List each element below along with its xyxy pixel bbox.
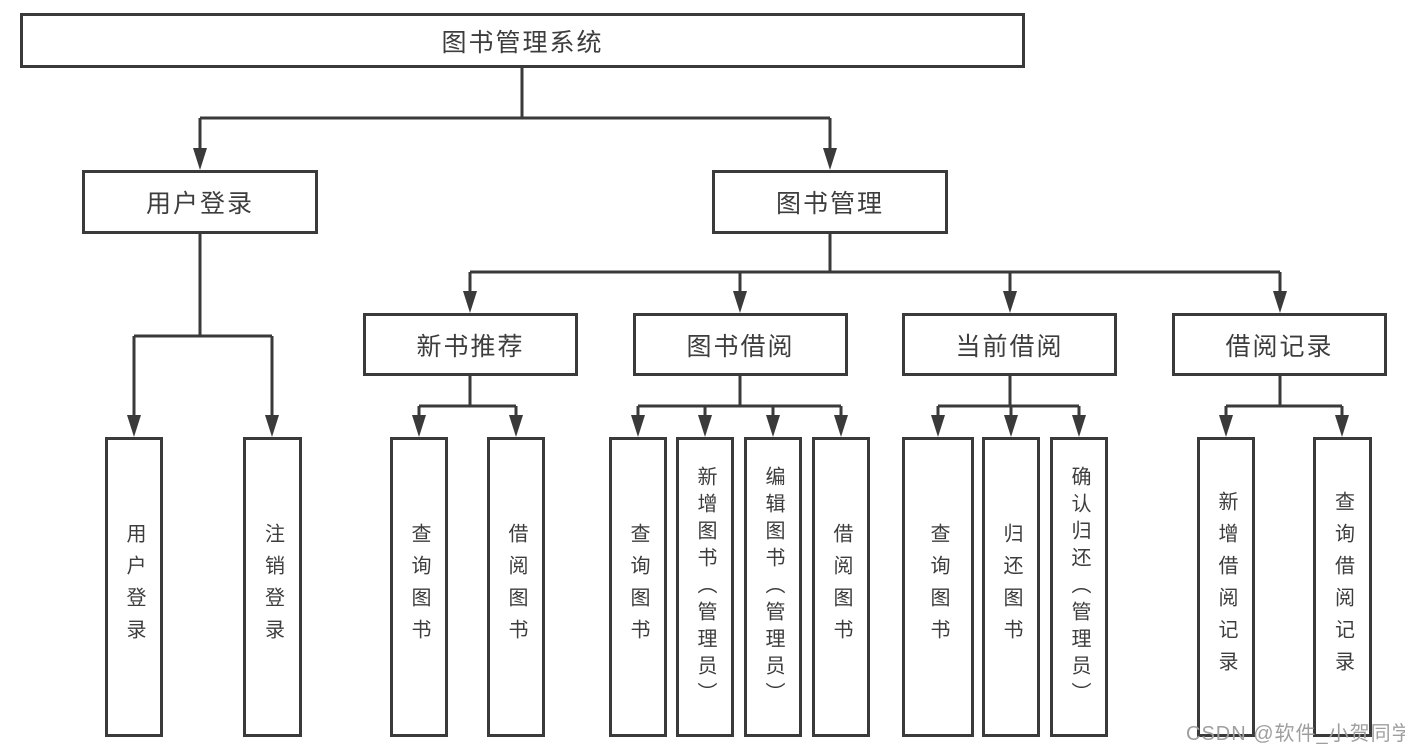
node-book-management-label: 图书管理 — [775, 190, 884, 218]
node-current-borrow: 当前借阅 — [902, 313, 1117, 376]
arrowhead — [509, 415, 523, 437]
arrowhead — [1335, 415, 1349, 437]
leaf-logout: 注销登录 — [243, 437, 302, 737]
leaf-query-books-label: 查询图书 — [408, 523, 430, 651]
edge-records-trunk — [1226, 376, 1342, 408]
arrowhead — [823, 148, 837, 170]
leaf-query-books: 查询图书 — [902, 437, 974, 737]
leaf-logout-label: 注销登录 — [261, 523, 284, 651]
leaf-query-borrow-record-label: 查询借阅记录 — [1331, 491, 1354, 683]
leaf-query-books-label: 查询图书 — [927, 523, 949, 651]
arrowhead — [931, 415, 945, 437]
node-library-system: 图书管理系统 — [20, 13, 1025, 68]
arrowhead — [766, 415, 780, 437]
node-new-book-recommend-label: 新书推荐 — [416, 332, 525, 361]
leaf-borrow-books: 借阅图书 — [487, 437, 545, 737]
leaf-query-books: 查询图书 — [390, 437, 448, 737]
arrowhead — [698, 415, 712, 437]
leaf-query-books-label: 查询图书 — [627, 523, 649, 651]
arrowhead — [1072, 415, 1086, 437]
edge-userlogin-trunk — [134, 234, 272, 338]
leaf-query-books: 查询图书 — [609, 437, 667, 737]
arrowhead — [834, 415, 848, 437]
node-library-system-label: 图书管理系统 — [441, 28, 604, 57]
edge-root-trunk — [200, 68, 830, 120]
node-borrow-records: 借阅记录 — [1172, 313, 1387, 376]
leaf-return-book-label: 归还图书 — [1000, 523, 1022, 651]
arrowhead — [631, 415, 645, 437]
leaf-add-book-admin-label: 新增图书（管理员） — [694, 465, 716, 709]
edge-bookmgmt-trunk — [470, 234, 1280, 274]
arrowhead — [265, 415, 279, 437]
node-borrow-records-label: 借阅记录 — [1225, 332, 1334, 361]
node-current-borrow-label: 当前借阅 — [955, 332, 1064, 361]
leaf-query-borrow-record: 查询借阅记录 — [1313, 437, 1372, 737]
arrowhead — [127, 415, 141, 437]
leaf-edit-book-admin: 编辑图书（管理员） — [744, 437, 802, 737]
edge-currentborrow-trunk — [938, 376, 1079, 408]
leaf-edit-book-admin-label: 编辑图书（管理员） — [762, 465, 784, 709]
leaf-confirm-return-admin-label: 确认归还（管理员） — [1068, 465, 1090, 709]
arrowhead — [412, 415, 426, 437]
leaf-borrow-books: 借阅图书 — [812, 437, 870, 737]
leaf-user-login: 用户登录 — [105, 437, 163, 737]
arrowhead — [193, 148, 207, 170]
node-user-login: 用户登录 — [82, 170, 318, 234]
arrowhead — [1004, 415, 1018, 437]
leaf-confirm-return-admin: 确认归还（管理员） — [1050, 437, 1108, 737]
leaf-add-book-admin: 新增图书（管理员） — [676, 437, 734, 737]
edge-newbook-trunk — [419, 376, 516, 408]
arrowhead — [463, 291, 477, 313]
leaf-borrow-books-label: 借阅图书 — [505, 523, 527, 651]
node-user-login-label: 用户登录 — [145, 190, 254, 218]
leaf-return-book: 归还图书 — [982, 437, 1040, 737]
arrowhead — [1273, 291, 1287, 313]
arrowhead — [1219, 415, 1233, 437]
arrowhead — [1003, 291, 1017, 313]
leaf-add-borrow-record-label: 新增借阅记录 — [1215, 491, 1237, 683]
node-book-borrow: 图书借阅 — [633, 313, 848, 376]
arrowhead — [733, 291, 747, 313]
node-book-management: 图书管理 — [712, 170, 948, 234]
watermark: CSDN @软件_小贺同学 — [1186, 723, 1405, 745]
leaf-user-login-label: 用户登录 — [123, 523, 145, 651]
leaf-add-borrow-record: 新增借阅记录 — [1197, 437, 1255, 737]
node-book-borrow-label: 图书借阅 — [686, 332, 795, 361]
leaf-borrow-books-label: 借阅图书 — [830, 523, 852, 651]
node-new-book-recommend: 新书推荐 — [363, 313, 578, 376]
edge-bookborrow-trunk — [638, 376, 841, 408]
